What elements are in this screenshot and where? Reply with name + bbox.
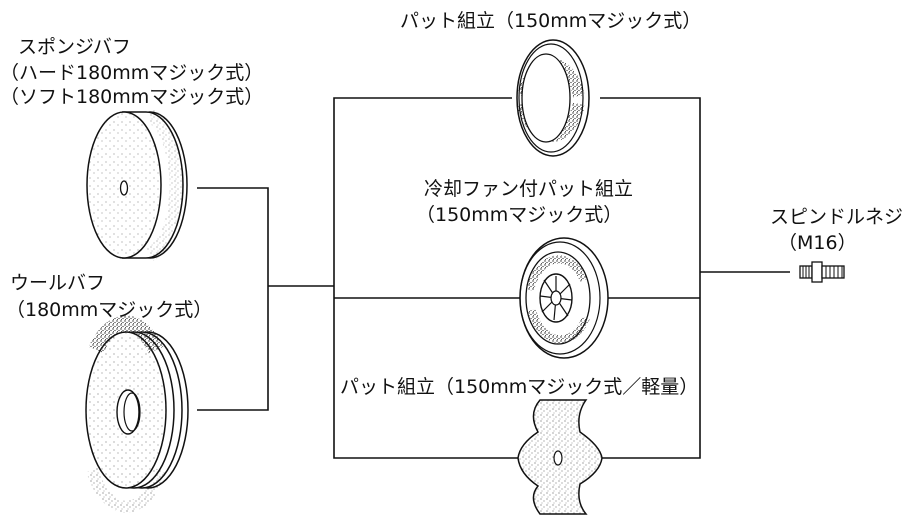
connection-lines [197,97,790,459]
spindle-screw-title: スピンドルネジ [770,206,904,228]
cooling-fan-pad-title: 冷却ファン付パット組立 [424,178,634,200]
wool-buff-title: ウールバフ [10,272,106,294]
cooling-fan-pad-icon [519,237,609,359]
wool-buff-spec: （180mmマジック式） [6,299,213,321]
pad-assembly-label: パット組立（150mmマジック式） [400,10,702,32]
sponge-buff-soft-spec: （ソフト180mmマジック式） [0,86,264,108]
sponge-buff-title: スポンジバフ [18,36,131,58]
pad-assembly-icon [516,39,590,157]
sponge-buff-hard-spec: （ハード180mmマジック式） [0,62,264,84]
cooling-fan-pad-spec: （150mmマジック式） [416,204,623,226]
wool-buff-icon [85,315,189,513]
lightweight-pad-icon [517,399,603,515]
spindle-screw-spec: （M16） [778,232,857,254]
sponge-buff-icon [86,108,188,262]
spindle-screw-icon [799,261,845,283]
lightweight-pad-label: パット組立（150mmマジック式／軽量） [340,376,699,398]
